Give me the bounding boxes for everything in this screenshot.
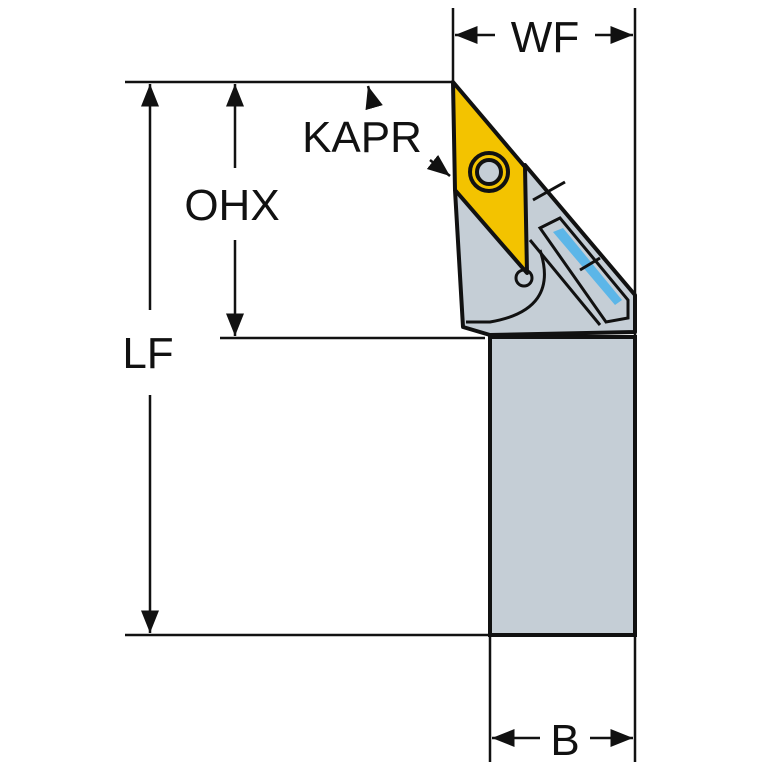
dimension-label-b: B	[550, 716, 579, 765]
dimension-label-ohx: OHX	[184, 181, 279, 230]
head-line	[532, 180, 566, 202]
shank	[488, 335, 637, 637]
insert-seat-arc	[466, 249, 546, 324]
dimension-lines	[125, 8, 637, 762]
coolant-channel	[537, 216, 630, 324]
dimension-label-kapr: KAPR	[302, 113, 422, 162]
dimension-label-lf: LF	[122, 329, 173, 378]
dimension-label-wf: WF	[511, 13, 579, 62]
coolant-divider	[579, 256, 601, 272]
insert-screw-head	[475, 158, 503, 186]
